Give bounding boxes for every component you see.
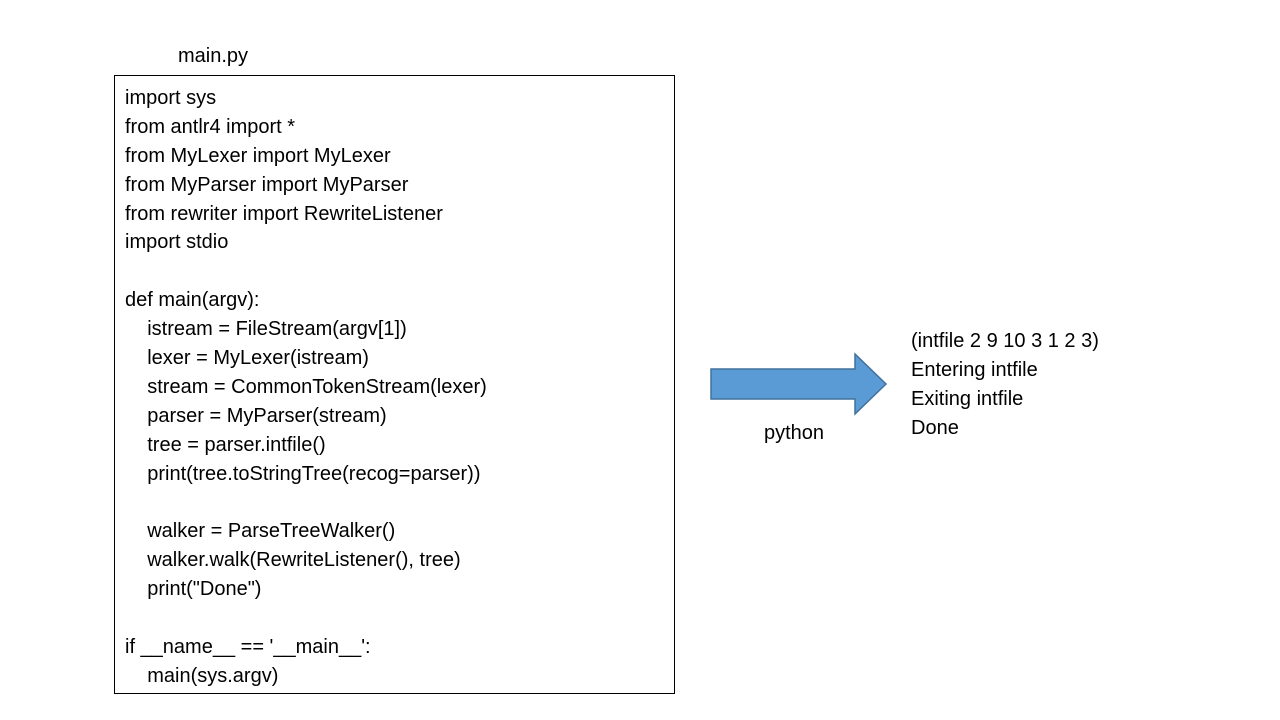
output-line: Done — [911, 417, 959, 439]
output-line: (intfile 2 9 10 3 1 2 3) — [911, 330, 1099, 352]
code-line: tree = parser.intfile() — [125, 433, 326, 456]
code-line: if __name__ == '__main__': — [125, 635, 371, 658]
arrow-shape — [710, 352, 888, 416]
arrow-label: python — [764, 422, 825, 444]
code-line: stream = CommonTokenStream(lexer) — [125, 375, 487, 398]
code-line: from rewriter import RewriteListener — [125, 202, 443, 225]
code-line: from antlr4 import * — [125, 115, 296, 138]
output-panel: (intfile 2 9 10 3 1 2 3) Entering intfil… — [911, 327, 1099, 443]
code-line: print(tree.toStringTree(recog=parser)) — [125, 462, 481, 485]
code-line: import sys — [125, 87, 217, 109]
code-box: import sys from antlr4 import * from MyL… — [114, 75, 675, 694]
code-line: lexer = MyLexer(istream) — [125, 347, 369, 370]
code-line: from MyLexer import MyLexer — [125, 144, 391, 167]
output-line: Exiting intfile — [911, 388, 1024, 410]
code-line: main(sys.argv) — [125, 664, 279, 687]
code-line — [125, 488, 674, 517]
code-line: walker.walk(RewriteListener(), tree) — [125, 549, 461, 572]
code-line: def main(argv): — [125, 289, 260, 312]
output-line: Entering intfile — [911, 359, 1038, 381]
code-line: from MyParser import MyParser — [125, 173, 409, 196]
code-line — [125, 604, 674, 633]
code-line: print("Done") — [125, 578, 262, 601]
code-line: parser = MyParser(stream) — [125, 404, 387, 427]
code-line: import stdio — [125, 231, 229, 254]
code-line — [125, 257, 674, 286]
code-line: istream = FileStream(argv[1]) — [125, 318, 407, 341]
file-title: main.py — [178, 45, 249, 67]
right-arrow-icon — [710, 352, 888, 416]
code-line: walker = ParseTreeWalker() — [125, 520, 396, 543]
